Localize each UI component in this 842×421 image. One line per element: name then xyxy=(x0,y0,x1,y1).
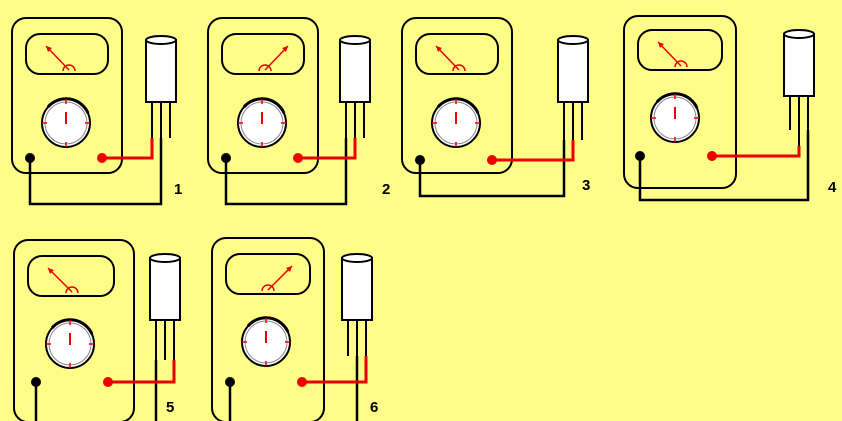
black-lead xyxy=(224,138,348,206)
panel-3: 3 xyxy=(401,17,590,198)
meter-display xyxy=(221,33,305,75)
transistor xyxy=(145,39,177,103)
black-lead xyxy=(418,140,566,198)
red-lead xyxy=(492,140,575,162)
meter-display xyxy=(637,29,723,71)
panel-label: 1 xyxy=(174,181,182,198)
transistor xyxy=(339,39,371,103)
panel-4: 4 xyxy=(623,15,837,202)
transistor xyxy=(783,33,815,97)
black-lead xyxy=(28,138,163,206)
panel-label: 6 xyxy=(370,399,378,416)
red-lead xyxy=(298,138,357,160)
transistor xyxy=(149,257,181,321)
panel-label: 4 xyxy=(828,179,837,196)
panel-label: 3 xyxy=(582,177,590,194)
black-lead xyxy=(638,130,810,202)
meter-display xyxy=(225,253,311,295)
panel-label: 5 xyxy=(166,399,174,416)
meter-display xyxy=(25,33,109,75)
panel-5: 5 xyxy=(13,239,181,421)
red-lead xyxy=(102,138,154,160)
red-lead xyxy=(108,360,176,384)
transistor xyxy=(341,257,373,321)
transistor xyxy=(557,39,589,103)
panel-6: 6 xyxy=(211,237,378,421)
panel-1: 1 xyxy=(11,17,182,206)
red-lead xyxy=(712,146,801,158)
meter-display xyxy=(415,33,499,75)
red-lead xyxy=(302,356,368,384)
panel-2: 2 xyxy=(207,17,390,206)
meter-display xyxy=(27,255,115,297)
panel-label: 2 xyxy=(382,181,390,198)
